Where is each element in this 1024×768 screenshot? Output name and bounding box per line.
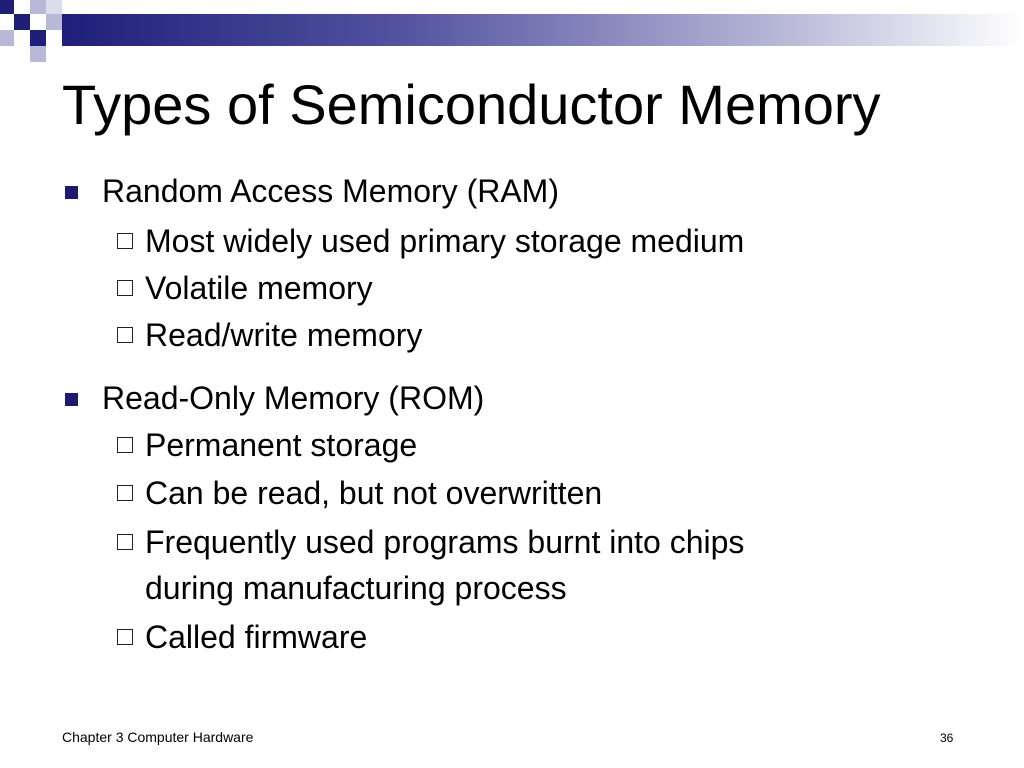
sub-bullet: Can be read, but not overwritten [117,470,603,516]
sub-bullet: Permanent storage [117,422,418,468]
header-gradient-bar [62,14,1024,46]
bullet-text: Read-Only Memory (ROM) [102,380,485,416]
hollow-square-bullet-icon [117,485,133,501]
decor-square-icon [30,30,46,46]
sub-bullet: Most widely used primary storage medium [117,218,745,264]
sub-bullet: Read/write memory [117,312,423,358]
hollow-square-bullet-icon [117,437,133,453]
sub-bullet: Volatile memory [117,265,373,311]
sub-bullet-text: Can be read, but not overwritten [145,475,603,511]
bullet-rom: Read-Only Memory (ROM) [65,378,485,418]
sub-bullet-text: Most widely used primary storage medium [145,223,745,259]
decor-square-icon [14,14,30,30]
sub-bullet-text: Read/write memory [145,317,423,353]
sub-bullet-text: during manufacturing process [145,570,567,606]
hollow-square-bullet-icon [117,233,133,249]
decor-square-icon [0,30,14,46]
hollow-square-bullet-icon [117,534,133,550]
footer-chapter: Chapter 3 Computer Hardware [62,729,254,745]
sub-bullet-continuation: during manufacturing process [145,565,567,611]
slide-title: Types of Semiconductor Memory [62,73,881,136]
sub-bullet: Called firmware [117,614,368,660]
decor-square-icon [0,0,14,14]
sub-bullet-text: Volatile memory [145,270,373,306]
bullet-ram: Random Access Memory (RAM) [65,171,559,211]
bullet-text: Random Access Memory (RAM) [102,173,559,209]
decor-square-icon [46,14,62,30]
hollow-square-bullet-icon [117,280,133,296]
sub-bullet: Frequently used programs burnt into chip… [117,519,745,565]
decor-square-icon [46,0,62,14]
decor-square-icon [30,0,46,14]
hollow-square-bullet-icon [117,327,133,343]
filled-square-bullet-icon [65,393,78,406]
decor-square-icon [30,46,46,62]
sub-bullet-text: Called firmware [145,619,368,655]
sub-bullet-text: Frequently used programs burnt into chip… [145,524,745,560]
filled-square-bullet-icon [65,186,78,199]
page-number: 36 [940,731,954,745]
hollow-square-bullet-icon [117,629,133,645]
sub-bullet-text: Permanent storage [145,427,418,463]
